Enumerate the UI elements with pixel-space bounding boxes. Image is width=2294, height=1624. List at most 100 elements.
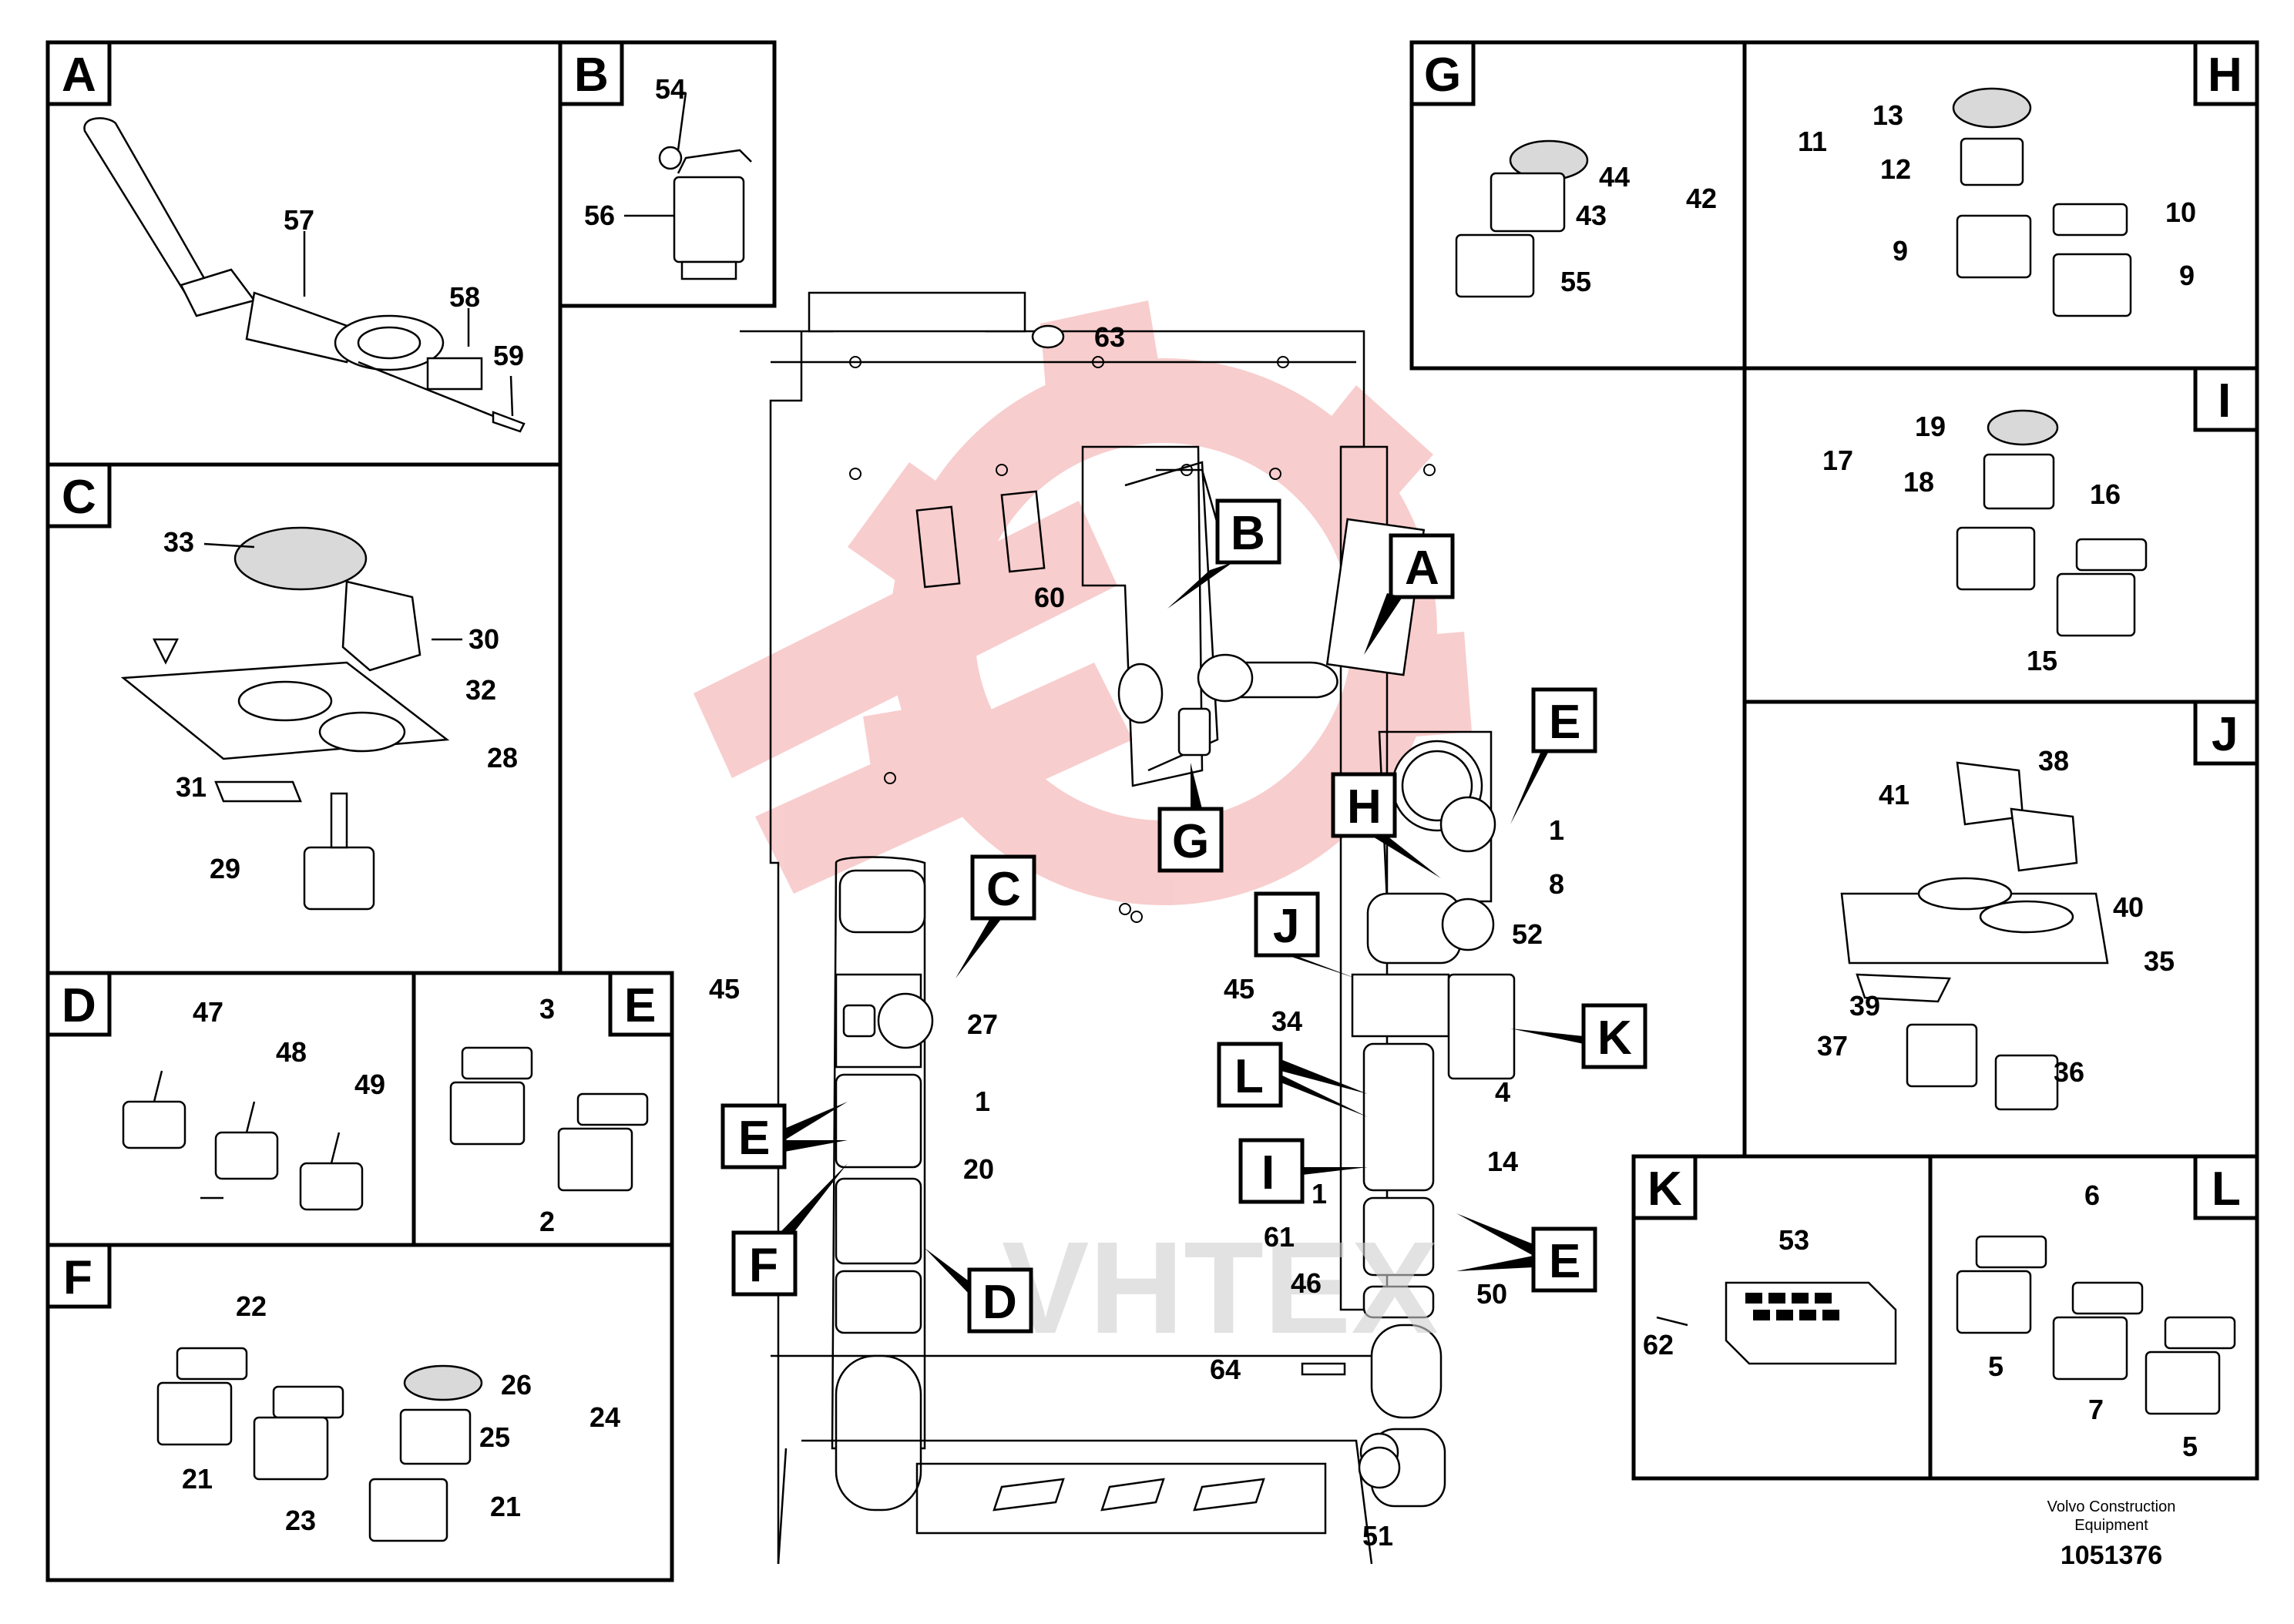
callout-e: E xyxy=(738,1112,770,1165)
callout-g: G xyxy=(1172,815,1209,868)
part-label: 5 xyxy=(1988,1351,2003,1382)
part-label: 60 xyxy=(1034,582,1065,613)
callout-l: L xyxy=(1234,1050,1264,1103)
part-label: 26 xyxy=(501,1369,532,1401)
callout-boxes xyxy=(720,498,1647,1334)
part-label: 32 xyxy=(465,674,496,706)
part-label: 22 xyxy=(236,1290,267,1322)
part-label: 43 xyxy=(1576,200,1607,231)
part-label: 21 xyxy=(182,1463,213,1495)
panel-letter-a: A xyxy=(62,49,96,102)
callout-h: H xyxy=(1347,780,1382,834)
panel-letter-d: D xyxy=(62,979,96,1032)
callout-a: A xyxy=(1405,542,1439,595)
document-number: 1051376 xyxy=(2061,1541,2162,1570)
leader-lines xyxy=(200,92,1688,1327)
part-label: 1 xyxy=(1549,814,1564,846)
part-label: 45 xyxy=(709,973,740,1005)
panel-e-switch-blanks xyxy=(449,1046,649,1192)
part-label: 25 xyxy=(479,1421,510,1453)
part-label: 63 xyxy=(1094,321,1125,353)
panel-g-switch xyxy=(1455,139,1589,298)
part-label: 47 xyxy=(193,996,223,1028)
part-label: 38 xyxy=(2038,745,2069,777)
part-label: 3 xyxy=(539,993,555,1025)
part-label: 17 xyxy=(1822,445,1853,476)
part-label: 16 xyxy=(2090,478,2121,510)
part-label: 53 xyxy=(1778,1224,1809,1256)
panel-letter-boxes xyxy=(45,40,2259,1309)
part-label: 9 xyxy=(1893,235,1908,267)
part-label: 31 xyxy=(176,771,207,803)
part-label: 58 xyxy=(449,281,480,313)
part-label: 5 xyxy=(2182,1431,2198,1462)
panel-h-switch xyxy=(1952,87,2132,317)
callout-j: J xyxy=(1273,900,1299,953)
part-label: 29 xyxy=(210,853,240,884)
part-label: 1 xyxy=(975,1085,990,1117)
part-label: 12 xyxy=(1880,153,1911,185)
part-label: 27 xyxy=(967,1008,998,1040)
part-label: 18 xyxy=(1903,466,1934,498)
panel-i-switch xyxy=(1956,409,2148,637)
part-label: 15 xyxy=(2027,645,2057,676)
panel-letter-c: C xyxy=(62,471,96,524)
part-label: 23 xyxy=(285,1505,316,1536)
watermark-text: VHTEX xyxy=(1002,1215,1439,1361)
part-label: 2 xyxy=(539,1206,555,1237)
panel-f-rocker-switches xyxy=(156,1347,483,1542)
callout-e: E xyxy=(1549,1235,1580,1288)
panel-letter-g: G xyxy=(1424,49,1461,102)
part-label: 11 xyxy=(1798,126,1827,157)
panel-letter-l: L xyxy=(2212,1163,2241,1216)
callout-pointers xyxy=(780,562,1584,1294)
part-label: 19 xyxy=(1915,411,1946,442)
part-label: 57 xyxy=(284,204,314,236)
callout-b: B xyxy=(1231,507,1265,560)
manufacturer-credit: Equipment xyxy=(2074,1517,2148,1534)
panel-letter-k: K xyxy=(1647,1163,1682,1216)
panel-letter-j: J xyxy=(2212,708,2238,761)
part-label: 50 xyxy=(1476,1278,1507,1310)
part-label: 13 xyxy=(1872,99,1903,131)
operator-cab-drawing xyxy=(694,291,1516,1565)
part-label: 4 xyxy=(1495,1076,1510,1108)
callout-e: E xyxy=(1549,696,1580,749)
panel-b-relay xyxy=(658,146,752,280)
part-label: 34 xyxy=(1271,1005,1302,1037)
panel-letter-f: F xyxy=(63,1251,92,1304)
part-label: 39 xyxy=(1849,990,1880,1022)
part-label: 36 xyxy=(2054,1056,2084,1088)
manufacturer-credit: Volvo Construction xyxy=(2047,1498,2176,1515)
panel-letter-h: H xyxy=(2208,49,2242,102)
part-label: 24 xyxy=(589,1401,620,1433)
part-label: 46 xyxy=(1291,1267,1322,1299)
part-label: 45 xyxy=(1224,973,1254,1005)
panel-c-rotary-switch xyxy=(120,526,450,911)
callout-f: F xyxy=(749,1239,778,1292)
part-label: 55 xyxy=(1560,266,1591,297)
panel-j-rotary-switches xyxy=(1840,761,2109,1111)
part-label: 6 xyxy=(2084,1179,2100,1211)
part-label: 35 xyxy=(2144,945,2175,977)
panel-k-keypad xyxy=(1725,1281,1897,1365)
part-label: 1 xyxy=(1312,1178,1327,1210)
part-label: 56 xyxy=(584,200,615,231)
part-label: 62 xyxy=(1643,1329,1674,1361)
panel-l-switches xyxy=(1956,1235,2236,1415)
panel-letter-e: E xyxy=(624,979,656,1032)
panel-letter-b: B xyxy=(574,49,609,102)
callout-i: I xyxy=(1261,1146,1275,1200)
part-label: 8 xyxy=(1549,868,1564,900)
part-label: 61 xyxy=(1264,1221,1295,1253)
callout-d: D xyxy=(982,1276,1017,1329)
part-label: 64 xyxy=(1210,1354,1241,1385)
panel-a-joystick xyxy=(83,117,526,433)
part-label: 7 xyxy=(2088,1394,2104,1425)
part-label: 54 xyxy=(655,73,686,105)
part-label: 59 xyxy=(493,340,524,371)
part-label: 52 xyxy=(1512,918,1543,950)
panel-d-toggle-switches xyxy=(122,1070,364,1211)
